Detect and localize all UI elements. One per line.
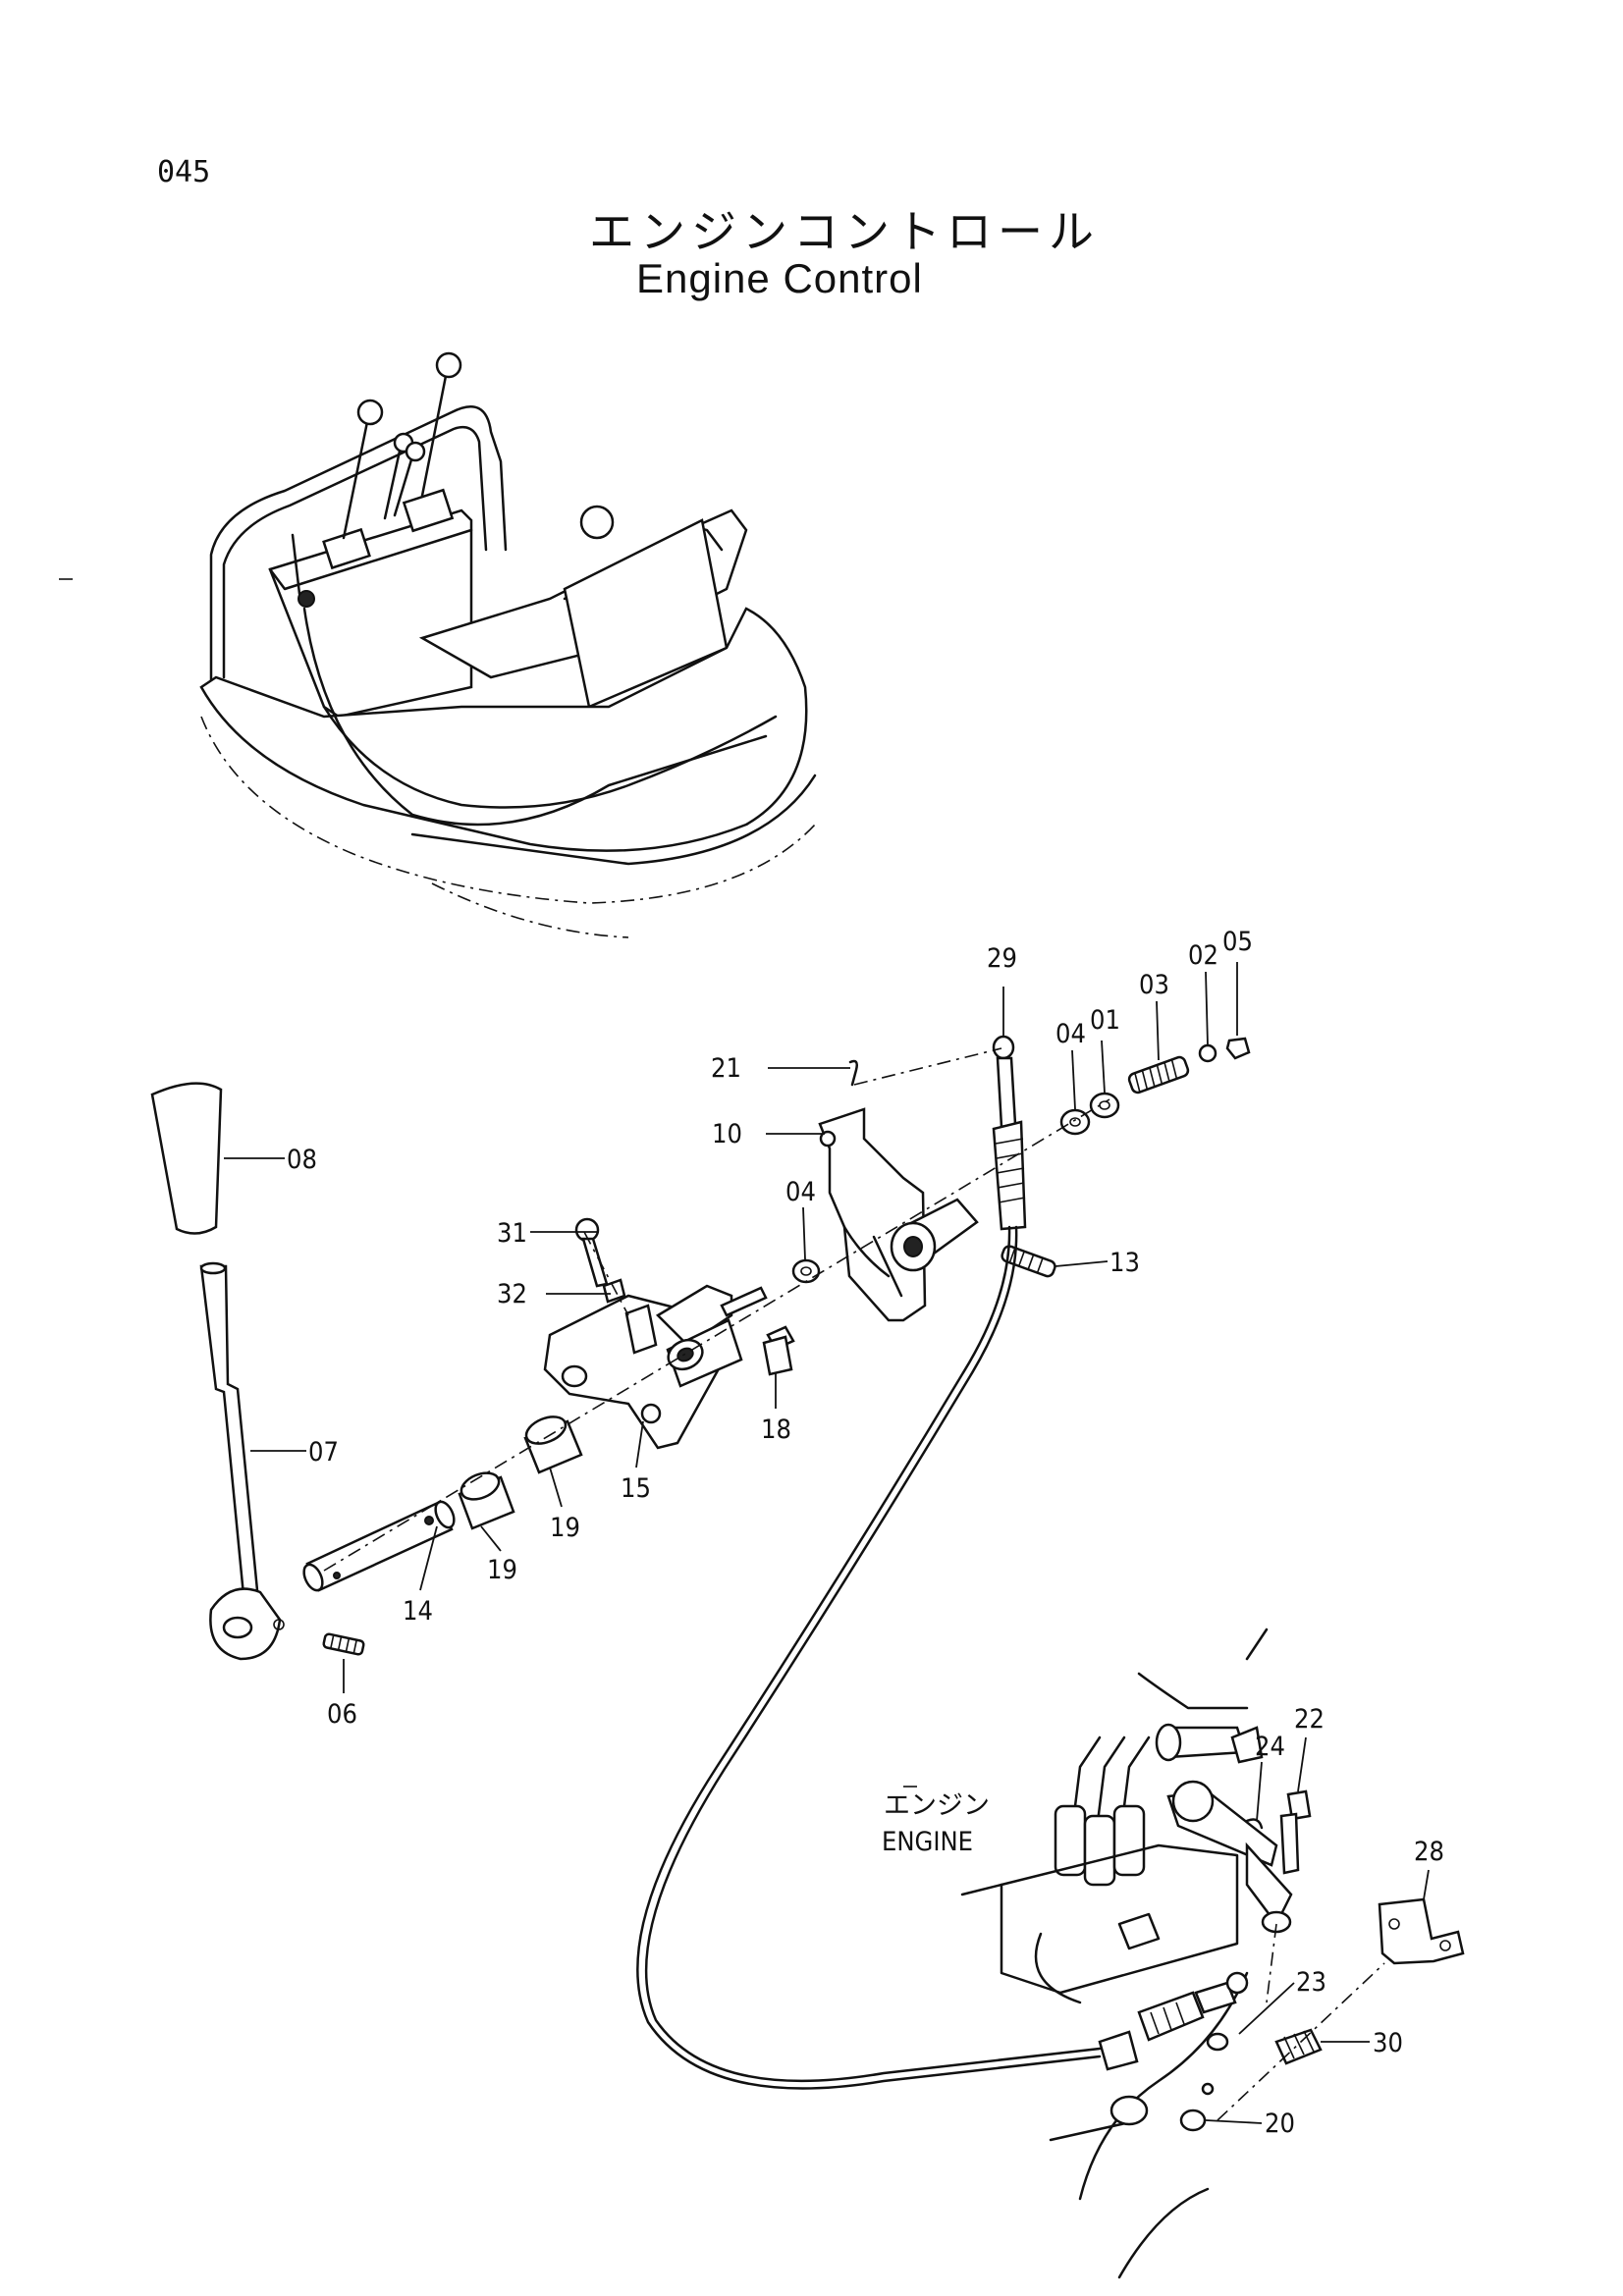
- engine-label-en: ENGINE: [882, 1827, 973, 1857]
- part-label-15: 15: [621, 1473, 651, 1504]
- knob-part: [150, 1082, 223, 1235]
- leader-lines: [224, 962, 1430, 2124]
- page-title-japanese: エンジンコントロール: [589, 205, 1100, 258]
- part-label-23: 23: [1296, 1967, 1326, 1998]
- engine-label-jp: エンジン: [884, 1790, 990, 1821]
- part-label-10: 10: [712, 1119, 742, 1149]
- shaft-part: [305, 1500, 454, 1592]
- part-label-24: 24: [1255, 1732, 1285, 1762]
- part-labels: 08 07 06 14 19 19 15 18 31 32 04 10 21 2…: [287, 927, 1444, 2139]
- part-label-04-lower: 04: [785, 1177, 816, 1207]
- part-label-20: 20: [1265, 2109, 1295, 2139]
- page-title-english: Engine Control: [636, 255, 923, 301]
- part-label-04-upper: 04: [1055, 1019, 1086, 1049]
- part-label-30: 30: [1373, 2028, 1403, 2058]
- part-label-22: 22: [1294, 1704, 1325, 1735]
- lever-rod-part: [199, 1264, 259, 1597]
- part-label-32: 32: [497, 1279, 527, 1309]
- part-label-18: 18: [761, 1415, 791, 1445]
- stop-bracket-part: [1378, 1897, 1465, 1965]
- part-label-29: 29: [987, 943, 1017, 974]
- part-label-03: 03: [1139, 970, 1169, 1000]
- part-label-19a: 19: [487, 1555, 517, 1585]
- part-label-31: 31: [497, 1218, 527, 1249]
- part-label-14: 14: [403, 1596, 433, 1627]
- part-label-01: 01: [1090, 1005, 1120, 1036]
- part-label-08: 08: [287, 1145, 317, 1175]
- machine-overview-illustration: [59, 351, 817, 938]
- part-label-19b: 19: [550, 1513, 580, 1543]
- page-number: 045: [157, 155, 211, 189]
- part-label-13: 13: [1109, 1248, 1140, 1278]
- part-label-07: 07: [308, 1437, 339, 1468]
- part-label-21: 21: [711, 1053, 741, 1084]
- plate-part: [818, 1107, 927, 1322]
- part-label-02: 02: [1188, 940, 1218, 971]
- part-label-05: 05: [1222, 927, 1253, 957]
- part-label-06: 06: [327, 1699, 357, 1730]
- throttle-cable: [636, 1225, 1102, 2090]
- lever-assembly: [150, 1035, 1251, 1661]
- part-label-28: 28: [1414, 1837, 1444, 1867]
- engine-linkage-illustration: [903, 1628, 1465, 2279]
